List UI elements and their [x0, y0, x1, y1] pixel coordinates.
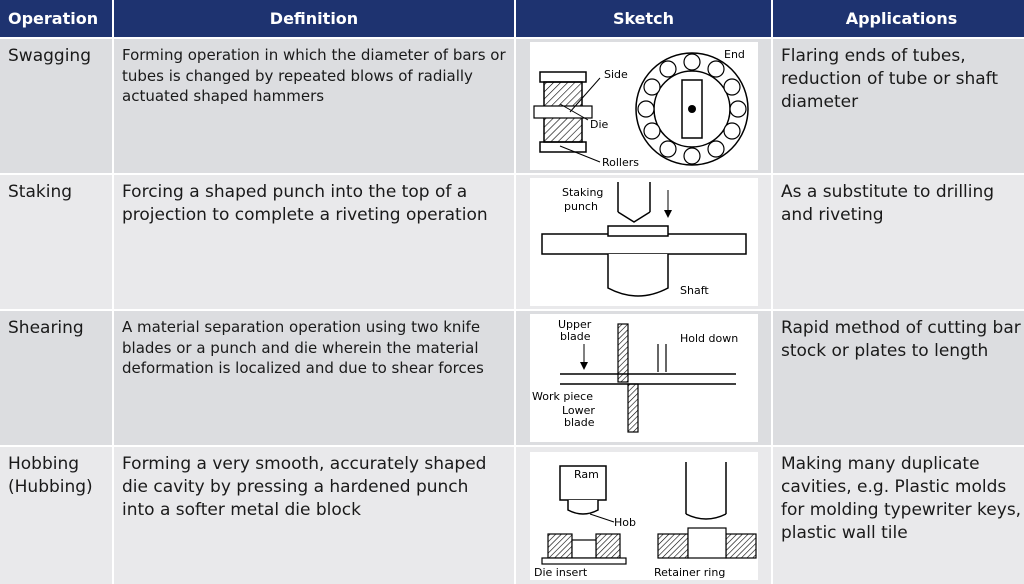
- definition-swagging: Forming operation in which the diameter …: [114, 39, 514, 173]
- label-lower: Lower: [562, 404, 595, 417]
- application-hobbing: Making many duplicate cavities, e.g. Pla…: [773, 447, 1024, 584]
- label-shaft: Shaft: [680, 284, 709, 297]
- label-rollers: Rollers: [602, 156, 639, 169]
- definition-hobbing: Forming a very smooth, accurately shaped…: [114, 447, 514, 584]
- label-hold-down: Hold down: [680, 332, 738, 345]
- operation-swagging: Swagging: [0, 39, 112, 173]
- label-hob: Hob: [614, 516, 636, 529]
- application-swagging: Flaring ends of tubes, reduction of tube…: [773, 39, 1024, 173]
- operation-hobbing-line1: Hobbing: [8, 454, 80, 474]
- header-sketch: Sketch: [516, 0, 771, 37]
- operation-hobbing: Hobbing (Hubbing): [0, 447, 112, 584]
- sketch-cell-hobbing: Ram Hob Die insert Retainer ring: [516, 447, 771, 584]
- swagging-sketch: Side Die Rollers End: [529, 42, 758, 170]
- shearing-sketch: Upper blade Hold down Work piece Lower b…: [529, 314, 758, 442]
- label-end: End: [724, 48, 745, 61]
- header-operation: Operation: [0, 0, 112, 37]
- header-applications: Applications: [773, 0, 1024, 37]
- application-staking: As a substitute to drilling and riveting: [773, 175, 1024, 309]
- label-die: Die: [590, 118, 609, 131]
- hobbing-sketch: Ram Hob Die insert Retainer ring: [529, 451, 758, 580]
- definition-shearing: A material separation operation using tw…: [114, 311, 514, 445]
- label-lower-blade: blade: [564, 416, 595, 429]
- sketch-cell-shearing: Upper blade Hold down Work piece Lower b…: [516, 311, 771, 445]
- label-upper: Upper: [558, 318, 592, 331]
- staking-sketch: Staking punch Shaft: [529, 178, 758, 306]
- application-shearing: Rapid method of cutting bar stock or pla…: [773, 311, 1024, 445]
- operation-hobbing-line2: (Hubbing): [8, 477, 93, 497]
- header-definition: Definition: [114, 0, 514, 37]
- label-ram: Ram: [574, 468, 599, 481]
- label-punch: punch: [564, 200, 598, 213]
- label-retainer-ring: Retainer ring: [654, 566, 725, 579]
- label-side: Side: [604, 68, 628, 81]
- operation-staking: Staking: [0, 175, 112, 309]
- sketch-cell-staking: Staking punch Shaft: [516, 175, 771, 309]
- sketch-cell-swagging: Side Die Rollers End: [516, 39, 771, 173]
- label-die-insert: Die insert: [534, 566, 588, 579]
- label-upper-blade: blade: [560, 330, 591, 343]
- label-staking: Staking: [562, 186, 603, 199]
- operation-shearing: Shearing: [0, 311, 112, 445]
- label-work-piece: Work piece: [532, 390, 593, 403]
- definition-staking: Forcing a shaped punch into the top of a…: [114, 175, 514, 309]
